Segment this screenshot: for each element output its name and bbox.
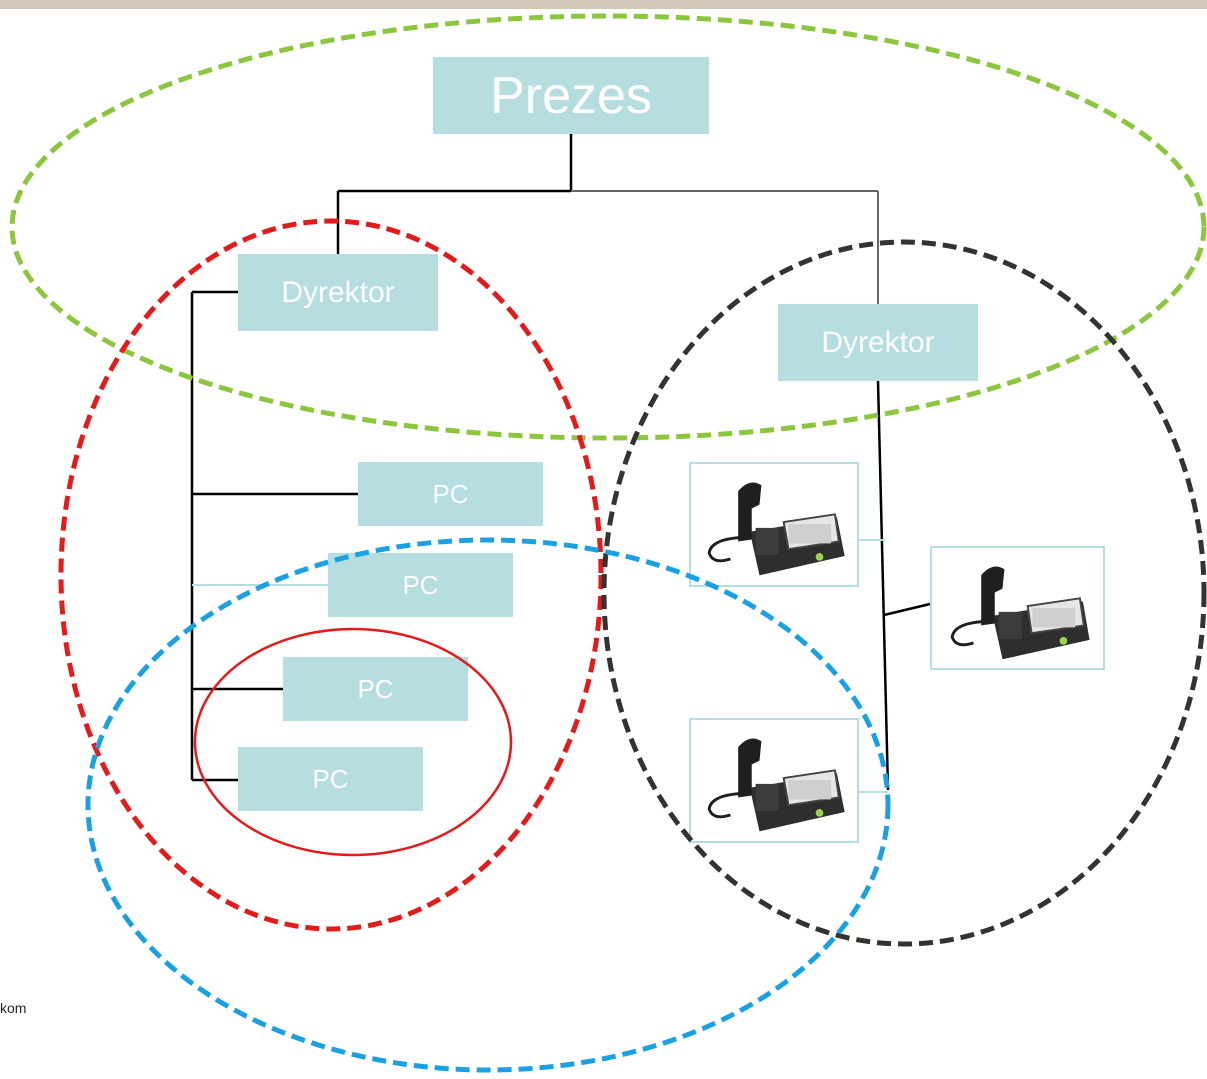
connector-phone2 bbox=[883, 602, 931, 617]
phone-node-3 bbox=[689, 718, 859, 843]
node-pc-2: PC bbox=[328, 553, 513, 617]
connector-dir2-trunk bbox=[876, 380, 890, 791]
phone-node-2 bbox=[930, 546, 1105, 670]
node-pc-3: PC bbox=[283, 657, 468, 721]
desk-phone-icon bbox=[707, 738, 845, 832]
node-pc-2-label: PC bbox=[402, 569, 439, 600]
node-pc-1-label: PC bbox=[432, 478, 469, 509]
node-pc-3-label: PC bbox=[357, 673, 394, 704]
node-director-right: Dyrektor bbox=[778, 304, 978, 381]
node-ceo: Prezes bbox=[433, 57, 709, 134]
node-ceo-label: Prezes bbox=[490, 66, 652, 125]
desk-phone-icon bbox=[950, 566, 1090, 660]
top-bar bbox=[0, 0, 1207, 9]
phone-node-1 bbox=[689, 462, 859, 587]
desk-phone-icon bbox=[707, 482, 845, 576]
node-director-right-label: Dyrektor bbox=[821, 325, 935, 359]
node-director-left-label: Dyrektor bbox=[281, 275, 395, 309]
node-director-left: Dyrektor bbox=[238, 254, 438, 331]
footnote-text: kom bbox=[0, 1000, 27, 1016]
node-pc-1: PC bbox=[358, 462, 543, 526]
node-pc-4-label: PC bbox=[312, 763, 349, 794]
node-pc-4: PC bbox=[238, 747, 423, 811]
